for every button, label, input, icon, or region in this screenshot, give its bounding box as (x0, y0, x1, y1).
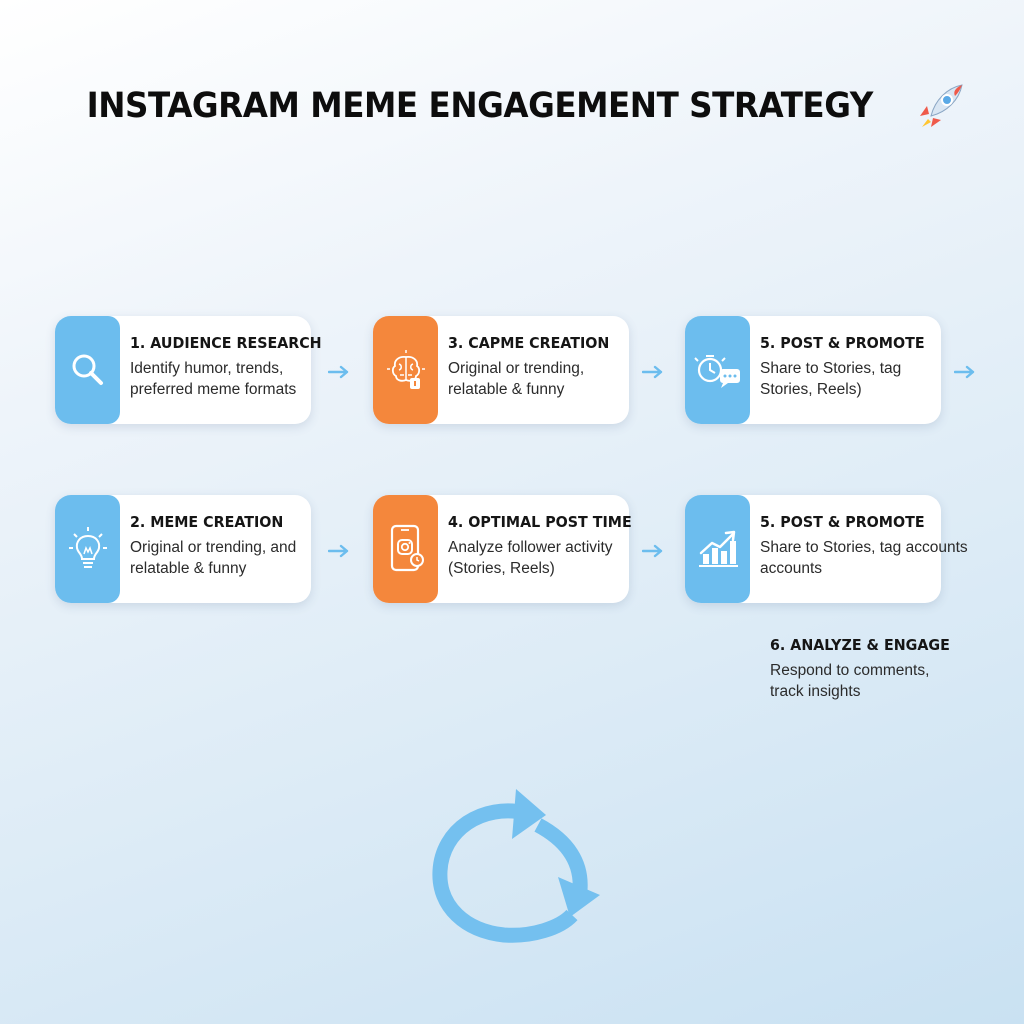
step-desc-line1: Original or trending, and (130, 539, 297, 556)
title-bar: INSTAGRAM MEME ENGAGEMENT STRATEGY (0, 80, 1024, 132)
step-desc-line1: Identify humor, trends, (130, 360, 284, 377)
step-desc-line2: (Stories, Reels) (448, 560, 555, 577)
step-title: 1. AUDIENCE RESEARCH (130, 334, 322, 352)
step-desc-line1: Respond to comments, (770, 662, 930, 679)
step-card-meme-creation: 2. MEME CREATION Original or trending, a… (55, 495, 311, 603)
step-icon-tile (55, 495, 120, 603)
growth-chart-icon (698, 530, 738, 567)
clock-chat-icon (693, 355, 740, 388)
step-desc-line2: Stories, Reels) (760, 381, 862, 398)
step-title: 2. MEME CREATION (130, 513, 284, 531)
step-desc-line2: accounts (760, 560, 823, 577)
cycle-arrows-icon (432, 789, 600, 943)
step-desc-line1: Analyze follower activity (448, 539, 613, 556)
step-title: 6. ANALYZE & ENGAGE (770, 636, 950, 654)
page-title: INSTAGRAM MEME ENGAGEMENT STRATEGY (86, 86, 874, 126)
step-card-post-promote-2: 5. POST & PROMOTE Share to Stories, tag … (685, 495, 968, 603)
brain-icon (386, 350, 425, 389)
rocket-icon (919, 84, 963, 127)
arrow-right-icon (328, 544, 349, 558)
step-card-optimal-post-time: 4. OPTIMAL POST TIME Analyze follower ac… (373, 495, 632, 603)
arrow-right-icon (328, 365, 349, 379)
step-desc-line1: Original or trending, (448, 360, 585, 377)
arrow-right-icon (642, 365, 663, 379)
step-title: 4. OPTIMAL POST TIME (448, 513, 632, 531)
arrow-right-icon (642, 544, 663, 558)
step-desc-line2: relatable & funny (448, 381, 565, 398)
step-title: 5. POST & PROMOTE (760, 513, 925, 531)
step-title: 5. POST & PROMOTE (760, 334, 925, 352)
step-analyze-engage: 6. ANALYZE & ENGAGE Respond to comments,… (770, 636, 965, 702)
step-desc-line2: relatable & funny (130, 560, 247, 577)
step-title: 3. CAPME CREATION (448, 334, 610, 352)
step-desc-line2: track insights (770, 683, 861, 700)
phone-icon (390, 524, 424, 572)
step-card-post-promote-1: 5. POST & PROMOTE Share to Stories, tag … (685, 316, 941, 424)
lightbulb-icon (68, 527, 107, 568)
step-desc-line2: preferred meme formats (130, 381, 297, 398)
step-card-capme-creation: 3. CAPME CREATION Original or trending, … (373, 316, 629, 424)
step-icon-tile (685, 495, 750, 603)
step-icon-tile (55, 316, 120, 424)
step-card-audience-research: 1. AUDIENCE RESEARCH Identify humor, tre… (55, 316, 322, 424)
step-icon-tile (373, 495, 438, 603)
arrow-right-icon (954, 365, 975, 379)
magnifier-icon (72, 354, 103, 385)
step-desc-line1: Share to Stories, tag accounts (760, 539, 968, 556)
step-icon-tile (373, 316, 438, 424)
step-icon-tile (685, 316, 750, 424)
step-desc-line1: Share to Stories, tag (760, 360, 902, 377)
